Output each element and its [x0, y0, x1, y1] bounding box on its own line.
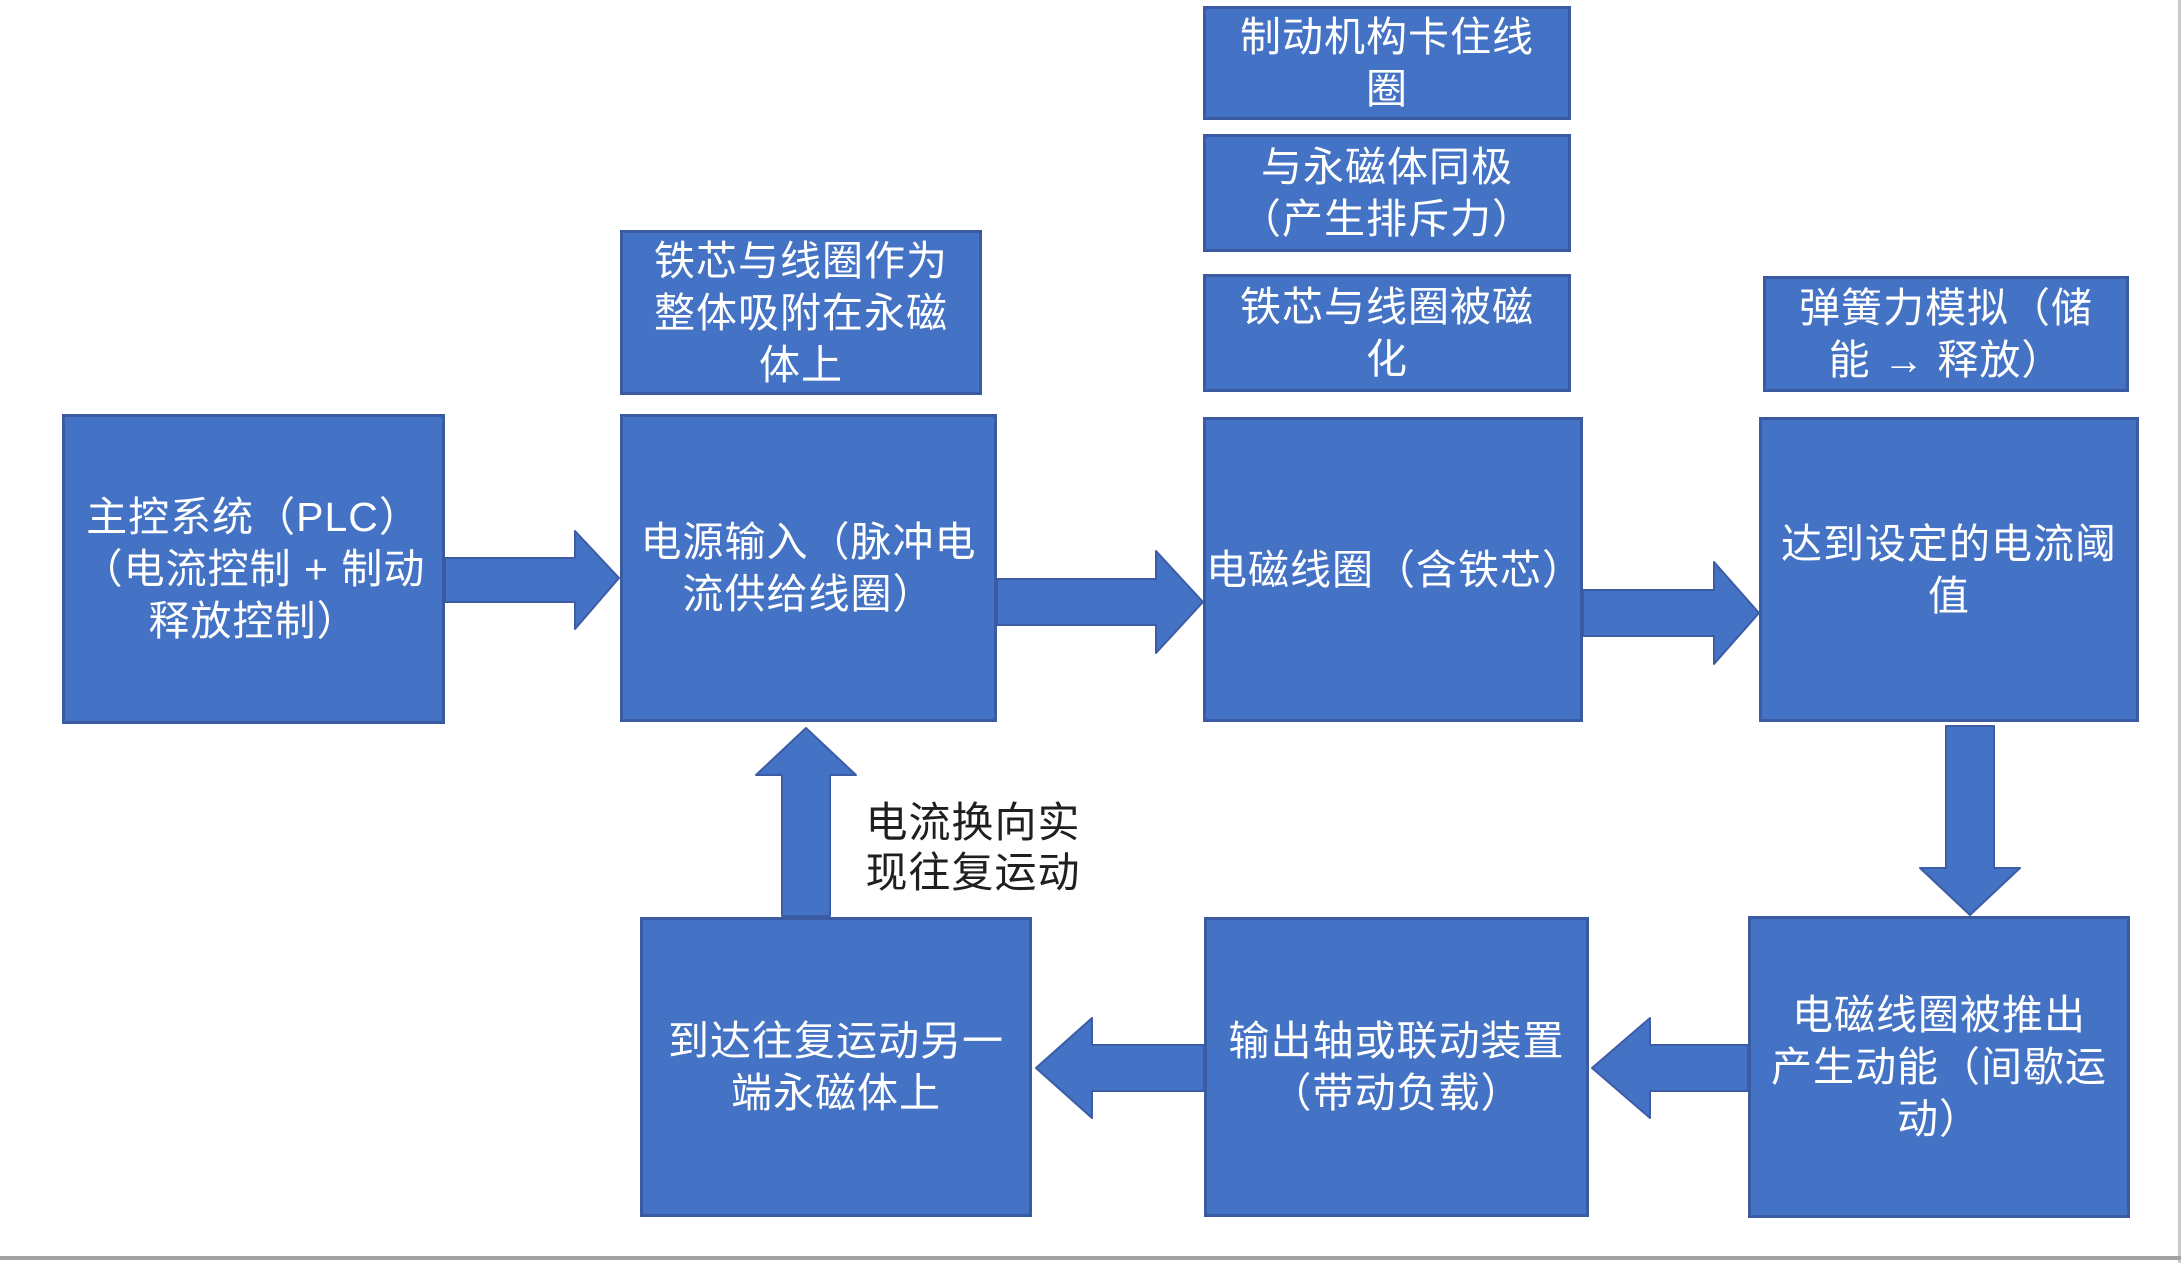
arrow-threshold-to-pushed-icon	[1919, 725, 2021, 916]
node-coil-pushed-out-kinetic: 电磁线圈被推出 产生动能（间歇运 动）	[1748, 916, 2130, 1218]
node-output-shaft-linkage: 输出轴或联动装置 （带动负载）	[1204, 917, 1589, 1217]
node-power-input: 电源输入（脉冲电 流供给线圈）	[620, 414, 997, 722]
node-spring-force-simulation: 弹簧力模拟（储 能 → 释放）	[1763, 276, 2129, 392]
arrow-output-to-reach-icon	[1035, 1017, 1205, 1119]
arrow-coil-to-threshold-icon	[1582, 561, 1760, 665]
arrow-pushed-to-output-icon	[1591, 1017, 1749, 1119]
node-electromagnetic-coil: 电磁线圈（含铁芯）	[1203, 417, 1583, 722]
annotation-current-reversal: 电流换向实 现往复运动	[865, 799, 1081, 896]
node-reach-other-end-magnet: 到达往复运动另一 端永磁体上	[640, 917, 1032, 1217]
node-same-pole-as-magnet: 与永磁体同极 （产生排斥力）	[1203, 134, 1571, 252]
arrow-plc-to-power-icon	[444, 530, 620, 630]
window-right-border	[2178, 0, 2181, 1263]
node-core-coil-adsorbed-on-magnet: 铁芯与线圈作为 整体吸附在永磁 体上	[620, 230, 982, 395]
window-bottom-border	[0, 1256, 2181, 1260]
arrow-power-to-coil-icon	[996, 550, 1204, 654]
node-core-coil-magnetized: 铁芯与线圈被磁 化	[1203, 274, 1571, 392]
arrow-reach-to-power-icon	[755, 727, 857, 917]
node-current-threshold-reached: 达到设定的电流阈 值	[1759, 417, 2139, 722]
node-brake-mechanism-locks-coil: 制动机构卡住线 圈	[1203, 6, 1571, 120]
node-main-control-plc: 主控系统（PLC） （电流控制 + 制动 释放控制）	[62, 414, 445, 724]
